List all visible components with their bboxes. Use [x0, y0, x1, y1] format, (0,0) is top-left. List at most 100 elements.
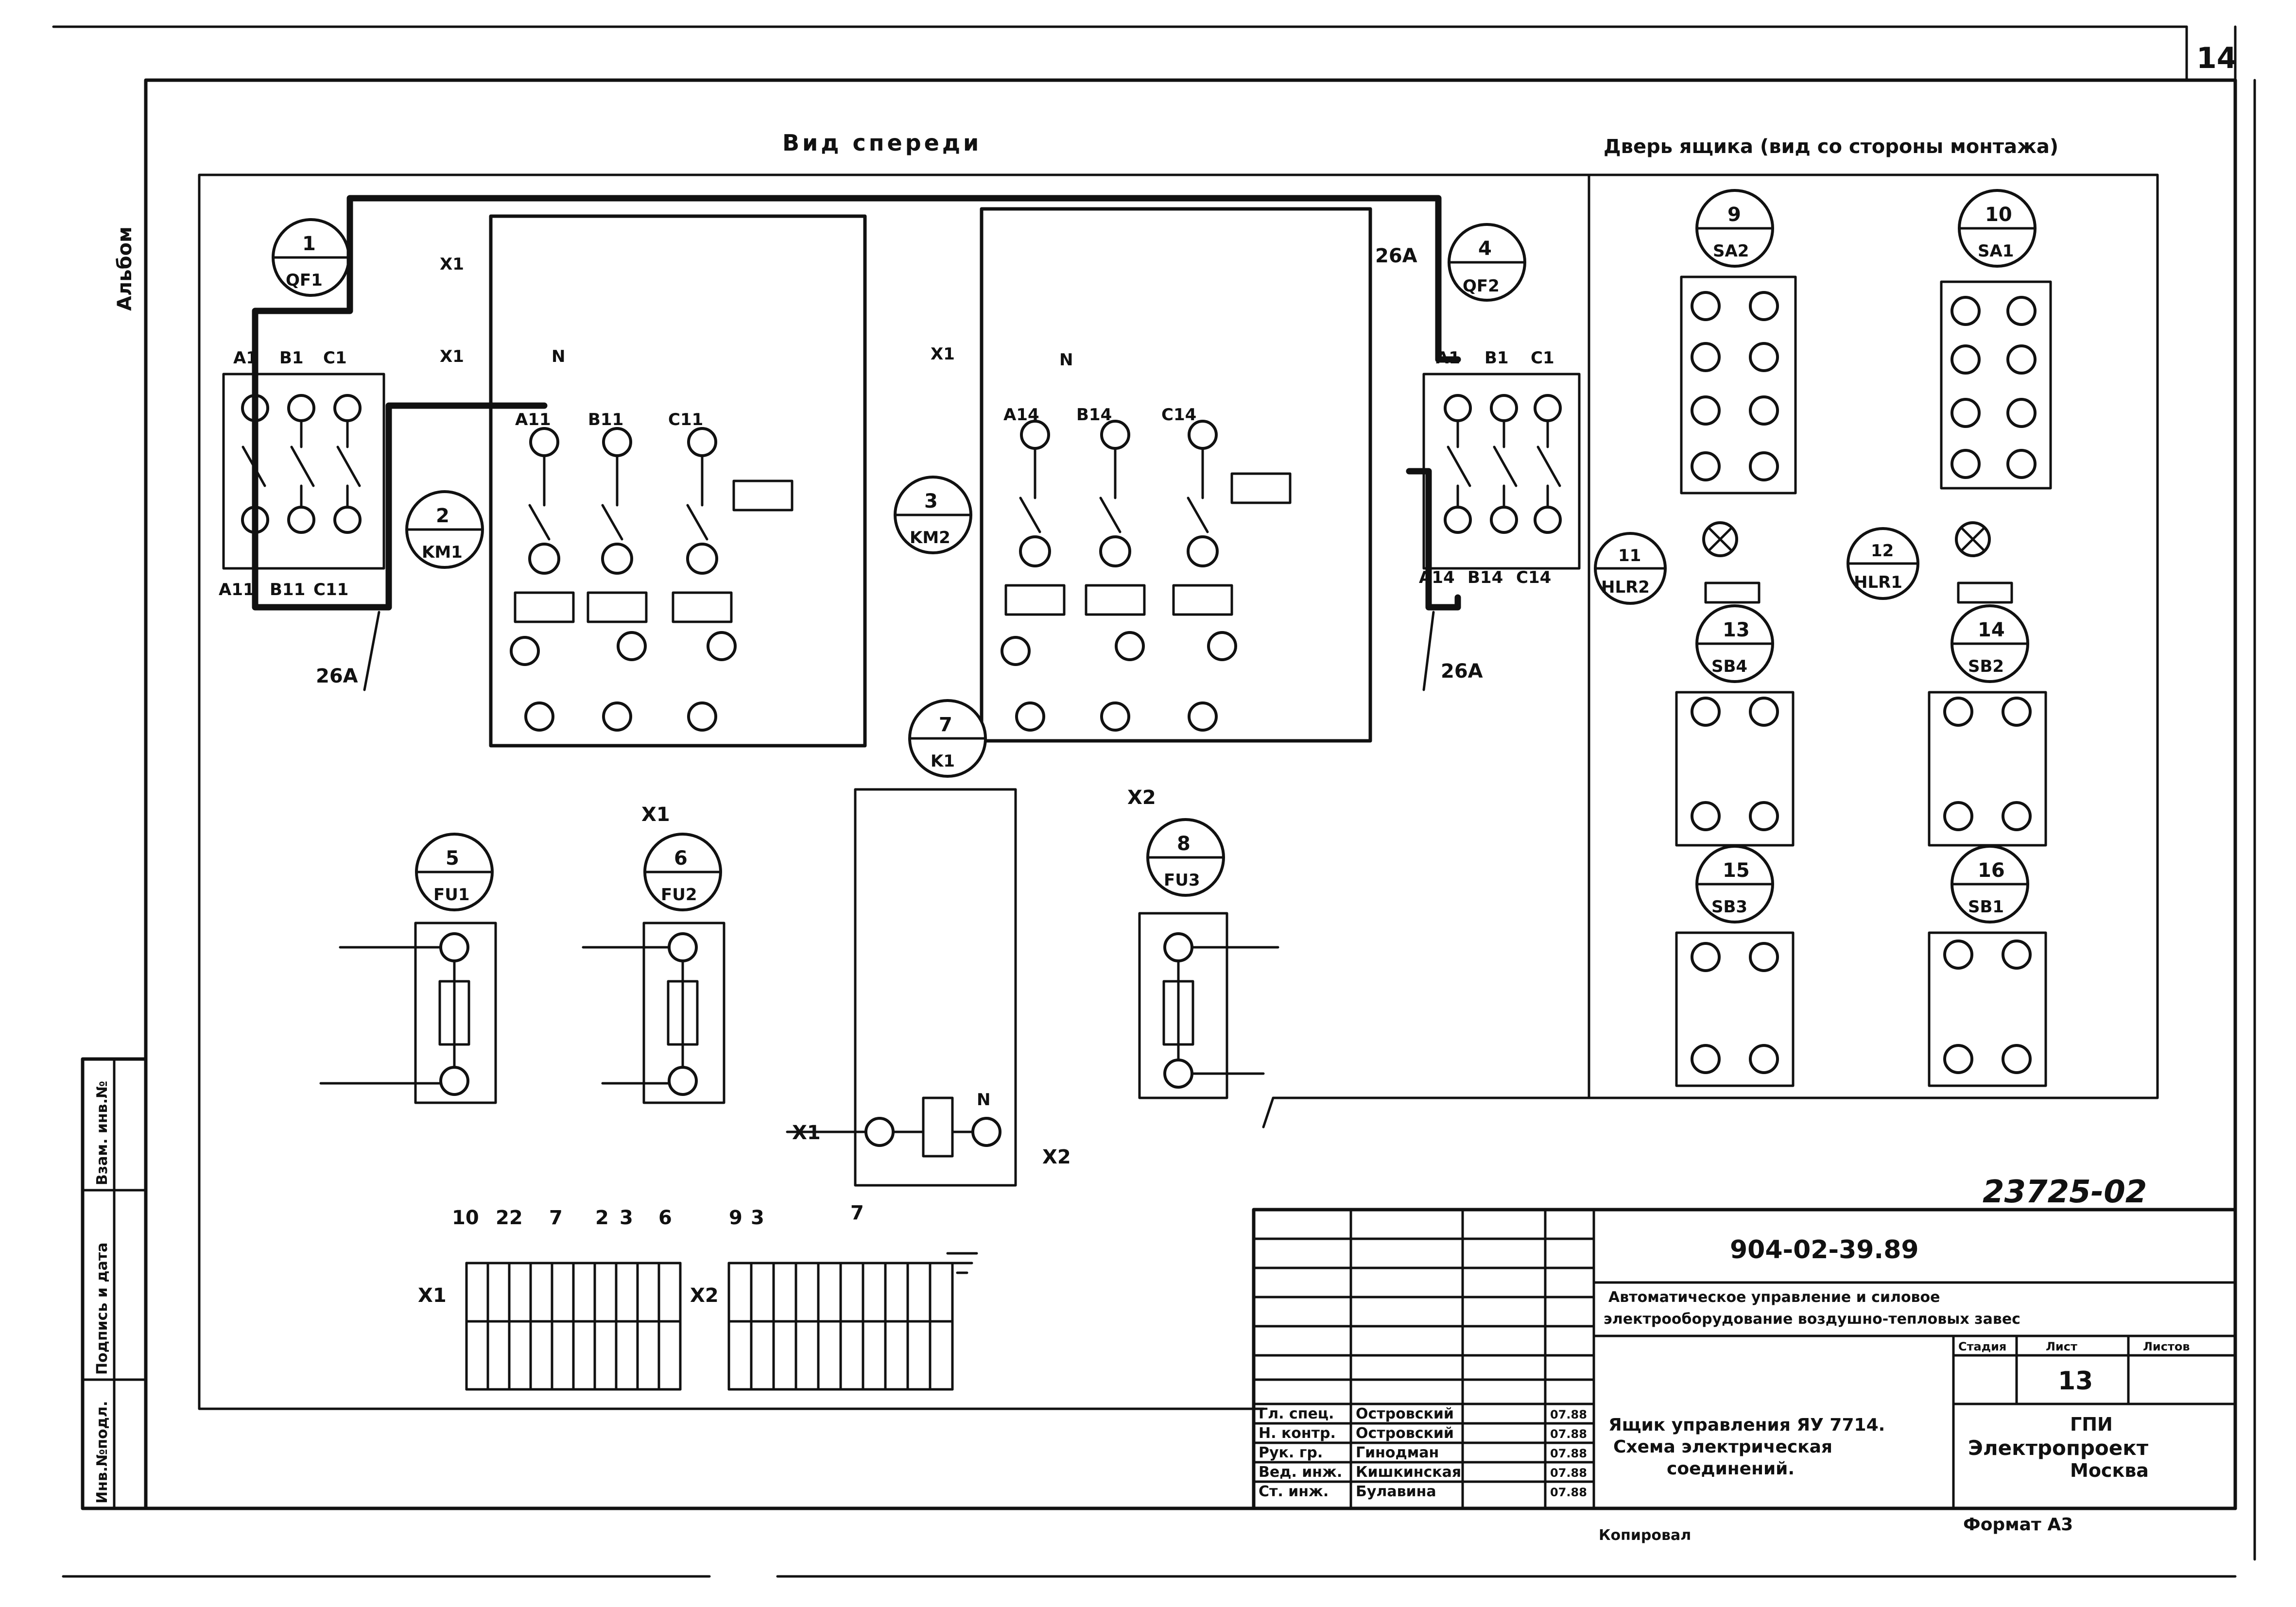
device-fu2: 6 FU2 [582, 833, 725, 1104]
wire-mark: X1 [931, 344, 955, 364]
terminal-strip-x1-label: X1 [418, 1284, 447, 1307]
margin-field-inv: Инв.№подл. [94, 1401, 111, 1504]
device-code: QF1 [286, 271, 323, 290]
wire-mark: C11 [668, 410, 703, 429]
wire-mark: B11 [588, 410, 623, 429]
signature-role: Ст. инж. [1259, 1483, 1329, 1500]
device-terminal [2002, 940, 2032, 970]
phase-terminal [687, 427, 717, 457]
sheet-label: Лист [2046, 1340, 2077, 1353]
signature-date: 07.88 [1550, 1427, 1587, 1441]
wire-mark: B1 [279, 348, 304, 368]
device-sa2: 9 SA2 [1680, 189, 1797, 495]
power-bundle: 26A 26A [252, 195, 1483, 691]
wire-mark: X2 [1042, 1146, 1071, 1168]
main-contact [1019, 496, 1041, 533]
phase-terminal [602, 427, 632, 457]
bottom-terminal [1100, 701, 1130, 732]
lamp-resistor [1704, 581, 1761, 604]
device-terminal [2006, 449, 2037, 479]
overload-heater [587, 591, 648, 623]
device-terminal [1691, 942, 1721, 972]
wire-mark: A11 [515, 410, 551, 429]
wire-mark: B1 [1485, 348, 1509, 368]
margin-field-replace: Взам. инв.№ [94, 1081, 111, 1185]
wire-mark: X2 [1127, 786, 1156, 809]
wire-mark: N [977, 1090, 990, 1110]
main-contact [528, 504, 551, 541]
thermal-element [601, 543, 633, 575]
device-terminal [2006, 344, 2037, 375]
device-fu1: 5 FU1 [319, 833, 497, 1104]
device-number: 15 [1723, 859, 1750, 882]
main-contact [686, 504, 708, 541]
description-line1: Автоматическое управление и силовое [1608, 1289, 1940, 1306]
device-code: HLR1 [1854, 573, 1902, 592]
contactor-elements [510, 420, 1292, 732]
device-number: 7 [939, 714, 952, 736]
device-terminal [2006, 398, 2037, 428]
device-terminal [1691, 395, 1721, 426]
device-sb1: 16 SB1 [1928, 845, 2047, 1087]
device-terminal [1691, 451, 1721, 481]
signature-date: 07.88 [1550, 1466, 1587, 1480]
device-code: FU1 [433, 885, 470, 905]
device-terminal [1749, 342, 1779, 372]
wire-mark: C1 [323, 348, 347, 368]
device-fu3: 8 FU3 [1138, 818, 1279, 1099]
device-sa1: 10 SA1 [1940, 189, 2052, 490]
overload-heater [514, 591, 575, 623]
wire-mark: B11 [270, 580, 305, 599]
device-terminal [1691, 291, 1721, 321]
org-line1: ГПИ [2070, 1414, 2113, 1435]
format-label: Формат А3 [1963, 1515, 2073, 1535]
device-k1: 7 K1 X1 X2 N [786, 699, 1071, 1187]
aux-terminal [510, 636, 540, 666]
signature-name: Кишкинская [1356, 1464, 1461, 1481]
device-code: FU3 [1164, 871, 1200, 890]
org-line2: Электропроект [1968, 1436, 2149, 1460]
aux-terminal [1001, 636, 1031, 666]
device-number: 6 [674, 847, 688, 870]
thermal-element [1099, 535, 1131, 567]
aux-terminal [1115, 631, 1145, 661]
sheets-label: Листов [2143, 1340, 2190, 1353]
signature-role: Вед. инж. [1259, 1464, 1342, 1481]
wire-mark: N [1059, 350, 1073, 370]
device-terminal [1749, 801, 1779, 831]
copied-by: Копировал [1599, 1527, 1691, 1544]
device-terminal [1951, 398, 1981, 428]
thermal-element [1019, 535, 1051, 567]
device-terminal [1749, 451, 1779, 481]
device-terminal [1943, 940, 1973, 970]
org-line3: Москва [2070, 1460, 2149, 1481]
aux-terminal [617, 631, 647, 661]
terminal-strip-x2-label: X2 [690, 1284, 719, 1307]
phase-terminal [1188, 420, 1218, 450]
stage-label: Стадия [1958, 1340, 2006, 1353]
side-label: Альбом [114, 226, 136, 311]
door-devices: 9 SA2 10 SA1 11 HLR2 12 HLR1 13 SB4 [1594, 189, 2052, 1087]
doc-code: 904-02-39.89 [1730, 1235, 1919, 1265]
wire-mark: X1 [641, 804, 670, 826]
archive-number: 23725-02 [1983, 1174, 2147, 1210]
device-terminal [1943, 697, 1973, 727]
device-code: QF2 [1463, 276, 1500, 296]
wire-mark: A14 [1419, 568, 1455, 587]
aux-terminal [1207, 631, 1237, 661]
signature-date: 07.88 [1550, 1447, 1587, 1460]
drawing-name-line2: Схема электрическая [1613, 1437, 1832, 1457]
wire-mark: X1 [440, 255, 464, 274]
overload-heater [1004, 584, 1066, 616]
device-terminal [1691, 1044, 1721, 1074]
device-code: SB2 [1968, 657, 2004, 676]
aux-terminal [707, 631, 737, 661]
lamp-cross [1960, 526, 1986, 552]
device-number: 5 [446, 847, 459, 870]
device-number: 4 [1478, 238, 1492, 260]
wire-mark: C14 [1516, 568, 1551, 587]
device-km2: 3 KM2 A14 B14 C14 X1 N X2 26A [894, 207, 1417, 809]
door-view-title: Дверь ящика (вид со стороны монтажа) [1604, 136, 2058, 158]
door-view-outline [1588, 173, 2159, 1099]
device-sb3: 15 SB3 [1675, 845, 1795, 1087]
